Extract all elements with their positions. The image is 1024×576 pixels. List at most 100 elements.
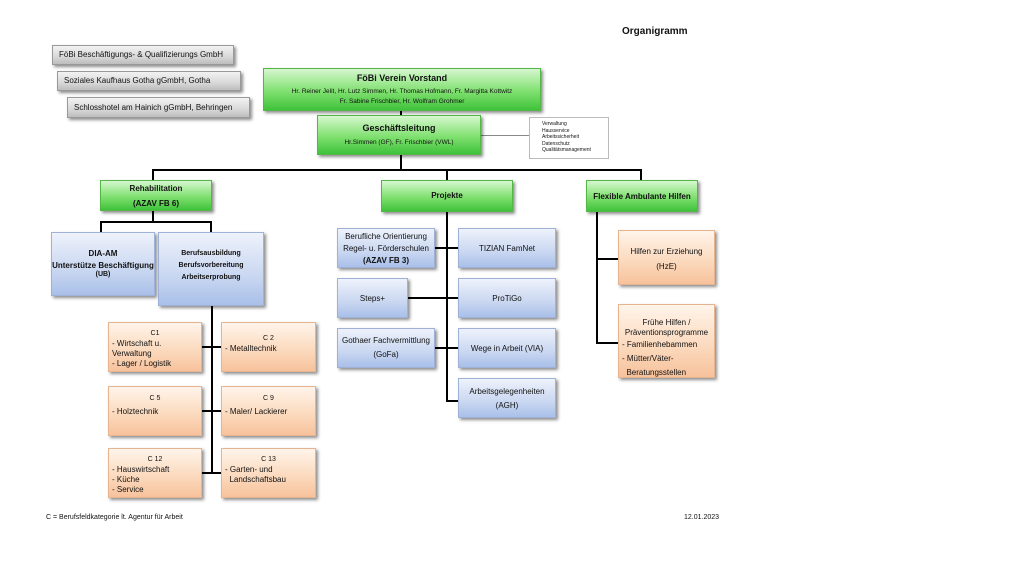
flexible-ambulante-hilfen-box: Flexible Ambulante Hilfen [586,180,698,212]
connector-line [446,400,458,402]
vorstand-members-line1: Hr. Reiner Jelit, Hr. Lutz Simmen, Hr. T… [291,88,513,96]
via-box: Wege in Arbeit (VIA) [458,328,556,368]
c5-box: C 5 - Holztechnik [108,386,202,436]
footnote: C = Berufsfeldkategorie lt. Agentur für … [46,514,183,521]
geschaeftsleitung-title: Geschäftsleitung [362,123,436,133]
c5-line1: - Holztechnik [112,406,159,416]
dia-am-title: DIA-AM [88,249,118,258]
hze-line1: Hilfen zur Erziehung [630,247,703,256]
berufsausbildung-line3: Arbeitserprobung [181,273,241,281]
note-item: Arbeitssicherheit [542,134,579,140]
company-box-foebi: FöBi Beschäftigungs- & Qualifizierungs G… [52,45,234,65]
connector-line [481,135,529,136]
connector-line [434,347,458,349]
gofa-box: Gothaer Fachvermittlung (GoFa) [337,328,435,368]
connector-line [596,212,598,344]
c2-line1: - Metalltechnik [225,343,277,353]
dia-am-line3: (UB) [95,271,111,278]
hilfen-zur-erziehung-box: Hilfen zur Erziehung (HzE) [618,230,715,285]
c12-box: C 12 - Hauswirtschaft - Küche - Service [108,448,202,498]
berufliche-orientierung-line2: Regel- u. Förderschulen [343,244,429,253]
c2-head: C 2 [263,335,274,342]
rehabilitation-title: Rehabilitation [129,184,183,193]
rehabilitation-box: Rehabilitation (AZAV FB 6) [100,180,212,211]
connector-line [201,346,221,348]
berufsausbildung-line2: Berufsvorbereitung [178,261,244,269]
c1-line2: - Lager / Logistik [112,358,172,368]
c13-head: C 13 [261,456,276,463]
connector-line [211,306,213,474]
flexible-ambulante-hilfen-title: Flexible Ambulante Hilfen [593,192,691,201]
steps-plus-label: Steps+ [359,294,386,303]
c13-box: C 13 - Garten- und Landschaftsbau [221,448,316,498]
c1-box: C1 - Wirtschaft u. Verwaltung - Lager / … [108,322,202,372]
c9-box: C 9 - Maler/ Lackierer [221,386,316,436]
connector-line [152,169,642,171]
dia-am-line2: Unterstütze Beschäftigung [52,261,154,270]
connector-line [210,221,212,232]
company-box-schlosshotel: Schlosshotel am Hainich gGmbH, Behringen [67,97,250,118]
connector-line [400,155,402,170]
via-label: Wege in Arbeit (VIA) [470,344,544,353]
note-item: Qualitätsmanagement [542,147,591,153]
connector-line [434,247,458,249]
c5-head: C 5 [149,395,161,402]
connector-line [201,410,221,412]
fruehe-hilfen-line5: Beratungsstellen [622,368,687,377]
c12-line3: - Service [112,484,144,494]
page-title: Organigramm [622,26,688,37]
c2-box: C 2 - Metalltechnik [221,322,316,372]
c1-line1: - Wirtschaft u. Verwaltung [112,338,162,358]
fruehe-hilfen-line1: Frühe Hilfen / [642,318,691,327]
agh-line2: (AGH) [495,401,519,410]
connector-line [596,342,618,344]
gofa-line2: (GoFa) [373,350,399,359]
protigo-label: ProTiGo [492,294,522,303]
agh-line1: Arbeitsgelegenheiten [469,387,545,396]
fruehe-hilfen-box: Frühe Hilfen / Präventionsprogramme - Fa… [618,304,715,378]
c12-line1: - Hauswirtschaft [112,464,170,474]
berufsausbildung-line1: Berufsausbildung [181,250,241,257]
gofa-line1: Gothaer Fachvermittlung [341,336,431,345]
berufliche-orientierung-box: Berufliche Orientierung Regel- u. Förder… [337,228,435,268]
c12-head: C 12 [147,456,163,463]
connector-line [100,221,102,232]
berufliche-orientierung-line3: (AZAV FB 3) [362,256,410,265]
connector-line [400,111,402,117]
berufliche-orientierung-line1: Berufliche Orientierung [345,232,427,241]
fruehe-hilfen-line4: - Mütter/Väter- [622,354,674,363]
company-box-kaufhaus: Soziales Kaufhaus Gotha gGmbH, Gotha [57,71,241,91]
c9-head: C 9 [263,395,274,402]
vorstand-box: FöBi Verein Vorstand Hr. Reiner Jelit, H… [263,68,541,111]
note-item: Hausservice [542,127,570,134]
rehabilitation-subtitle: (AZAV FB 6) [132,199,180,208]
connector-line [100,221,212,223]
connector-line [408,297,458,299]
tizian-famnet-box: TIZIAN FamNet [458,228,556,268]
c13-line2: Landschaftsbau [225,474,286,484]
c9-line1: - Maler/ Lackierer [225,406,288,416]
fruehe-hilfen-line3: - Familienhebammen [622,340,698,349]
connector-line [596,258,618,260]
protigo-box: ProTiGo [458,278,556,318]
c13-line1: - Garten- und [225,464,273,474]
geschaeftsleitung-names: Hr.Simmen (GF), Fr. Frischbier (VWL) [344,139,454,147]
date: 12.01.2023 [684,514,720,521]
connector-line [446,169,448,181]
connector-line [152,169,154,181]
fruehe-hilfen-line2: Präventionsprogramme [624,328,709,337]
connector-line [201,472,221,474]
c12-line2: - Küche [112,474,140,484]
vorstand-members-line2: Fr. Sabine Frischbier, Hr. Wolfram Grohm… [339,98,465,106]
steps-plus-box: Steps+ [337,278,408,318]
berufsausbildung-box: Berufsausbildung Berufsvorbereitung Arbe… [158,232,264,306]
connector-line [152,211,154,222]
note-item: Datenschutz [542,140,570,147]
note-item: Verwaltung [542,121,567,127]
vorstand-title: FöBi Verein Vorstand [356,73,448,83]
dia-am-box: DIA-AM Unterstütze Beschäftigung (UB) [51,232,155,296]
projekte-box: Projekte [381,180,513,212]
geschaeftsleitung-notes-box: Verwaltung Hausservice Arbeitssicherheit… [529,117,609,159]
agh-box: Arbeitsgelegenheiten (AGH) [458,378,556,418]
geschaeftsleitung-box: Geschäftsleitung Hr.Simmen (GF), Fr. Fri… [317,115,481,155]
